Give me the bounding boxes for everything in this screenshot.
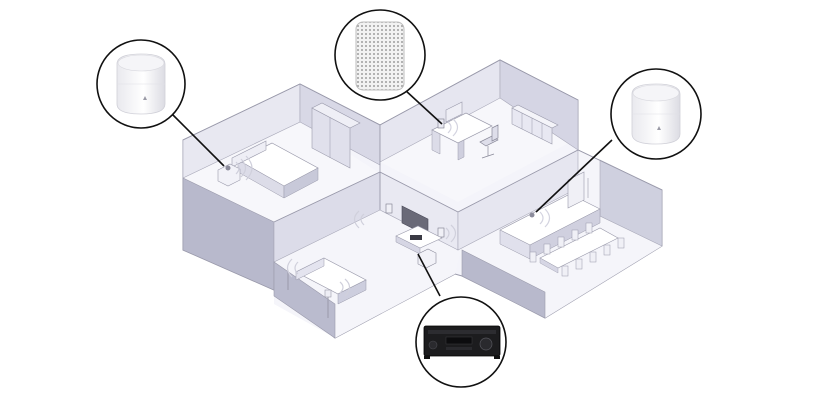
office-desk-leg-2	[457, 139, 465, 161]
bed-side-2	[283, 167, 319, 199]
living-rear-speaker	[324, 289, 332, 298]
kitchen-fridge	[567, 171, 585, 209]
room-dining	[457, 149, 663, 319]
headboard	[231, 140, 267, 168]
living-front-wall	[273, 261, 336, 339]
living-sound-waves	[286, 210, 457, 297]
wall-tops	[182, 59, 663, 223]
leader-bedroom	[169, 111, 225, 167]
smart-speaker-icon	[631, 83, 681, 145]
office-monitor	[445, 101, 463, 123]
living-sofa-back	[295, 257, 325, 281]
wardrobe-top	[311, 102, 361, 129]
wall-speaker-grille-icon	[355, 21, 405, 91]
room-office	[379, 59, 579, 202]
bedroom-sound-waves	[235, 155, 253, 181]
dining-table-front	[539, 257, 559, 274]
smart-speaker-icon	[116, 53, 166, 115]
office-desk	[431, 112, 493, 144]
living-receiver-small	[410, 235, 422, 240]
office-sound-waves	[447, 118, 459, 137]
living-speaker-left	[385, 203, 393, 214]
office-cabinet-top	[511, 104, 559, 129]
office-chair	[479, 124, 499, 159]
dining-chairs	[529, 222, 625, 277]
callout-bedroom-speaker	[96, 39, 186, 129]
living-sofa-front	[337, 279, 367, 305]
leader-office	[404, 89, 443, 125]
leader-dining	[535, 139, 613, 213]
dining-speaker-dot	[529, 212, 535, 218]
callout-dining-speaker	[610, 68, 702, 160]
nightstand	[217, 163, 241, 187]
living-speaker-right	[437, 227, 445, 238]
av-receiver-icon	[423, 325, 501, 359]
callout-leaders	[169, 89, 613, 297]
dining-sound-waves	[539, 208, 551, 228]
house-model	[182, 59, 663, 339]
callout-office-speaker	[334, 9, 426, 101]
callout-living-receiver	[415, 296, 507, 388]
dining-front-wall	[461, 249, 546, 319]
leader-receiver	[417, 253, 441, 297]
room-living	[273, 171, 462, 339]
bedroom-speaker-dot	[225, 165, 231, 171]
office-desk-leg	[431, 129, 441, 155]
